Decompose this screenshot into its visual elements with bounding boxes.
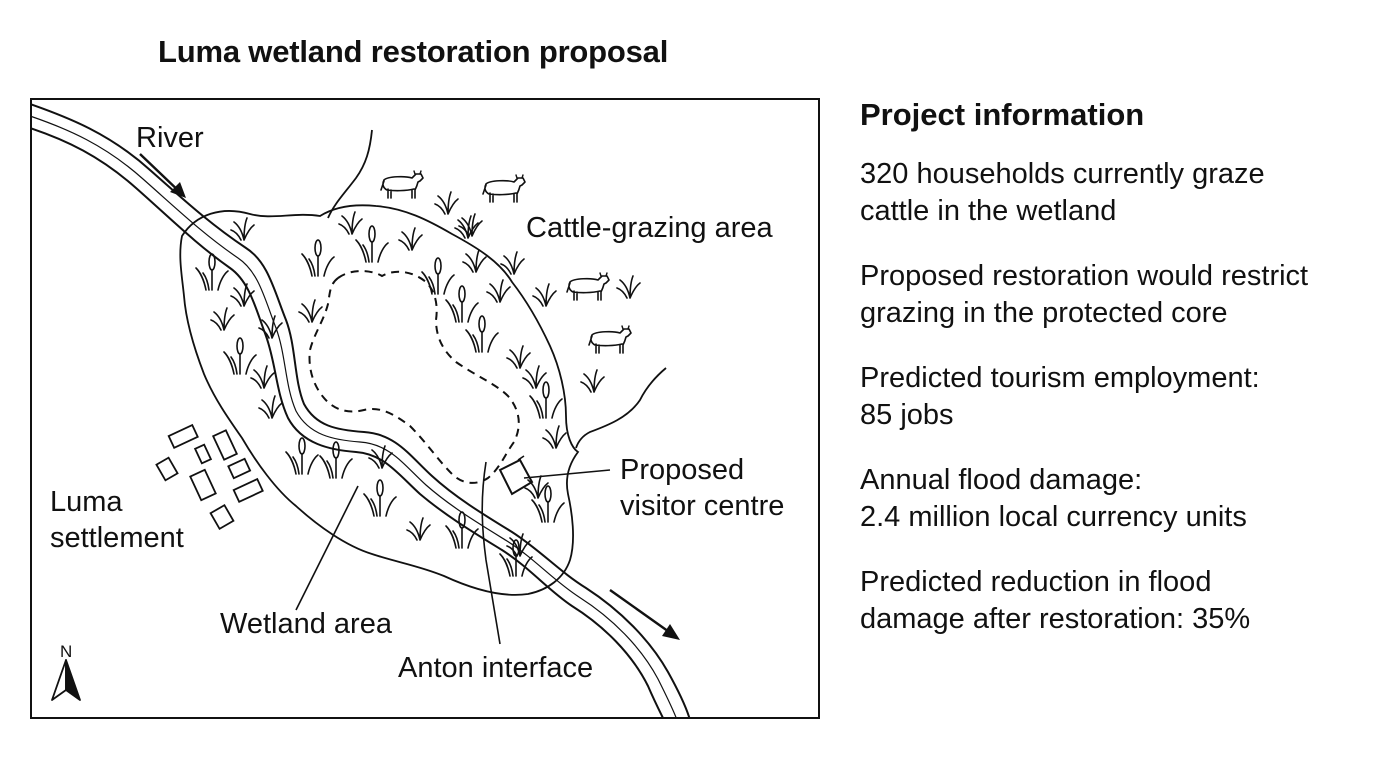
settlement-label-line2: settlement <box>50 522 184 554</box>
fact-restriction: Proposed restoration would restrict graz… <box>860 260 1309 329</box>
map-panel: River Cattle-grazing area Proposed visit… <box>30 98 820 719</box>
wetland-vegetation <box>195 211 567 577</box>
stream-east <box>575 367 667 449</box>
cattle-grazing-area-label: Cattle-grazing area <box>526 212 773 244</box>
fact-flood-damage: Annual flood damage: 2.4 million local c… <box>860 464 1247 533</box>
stream-north <box>327 129 373 219</box>
river-label: River <box>136 122 204 154</box>
fact-flood-reduction: Predicted reduction in flood damage afte… <box>860 566 1251 635</box>
wetland-leader-line <box>295 485 359 611</box>
settlement-buildings <box>155 423 264 531</box>
visitor-centre-label-line1: Proposed <box>620 454 745 486</box>
wetland-map <box>32 103 691 717</box>
settlement-label-line1: Luma <box>50 486 123 518</box>
cattle <box>380 170 632 354</box>
river-outer-1 <box>32 103 691 717</box>
north-arrow-icon <box>51 659 81 701</box>
river-outer-2 <box>32 127 664 717</box>
wetland-boundary <box>179 204 580 596</box>
wetland-area-label: Wetland area <box>220 608 392 640</box>
protected-core-boundary <box>308 270 520 484</box>
page-title: Luma wetland restoration proposal <box>158 34 669 69</box>
fact-households: 320 households currently graze cattle in… <box>860 158 1265 227</box>
north-label: N <box>60 642 73 661</box>
info-heading: Project information <box>860 97 1145 132</box>
river-arrow-lower <box>609 589 673 635</box>
fact-tourism-employment: Predicted tourism employment: 85 jobs <box>860 362 1260 431</box>
anton-interface-label: Anton interface <box>398 652 594 684</box>
river-centre-line <box>32 116 677 717</box>
visitor-centre-label-line2: visitor centre <box>620 490 785 522</box>
project-information-panel: Project information 320 households curre… <box>860 96 1360 666</box>
anton-leader-line <box>481 461 501 645</box>
visitor-centre-symbol <box>498 455 611 496</box>
